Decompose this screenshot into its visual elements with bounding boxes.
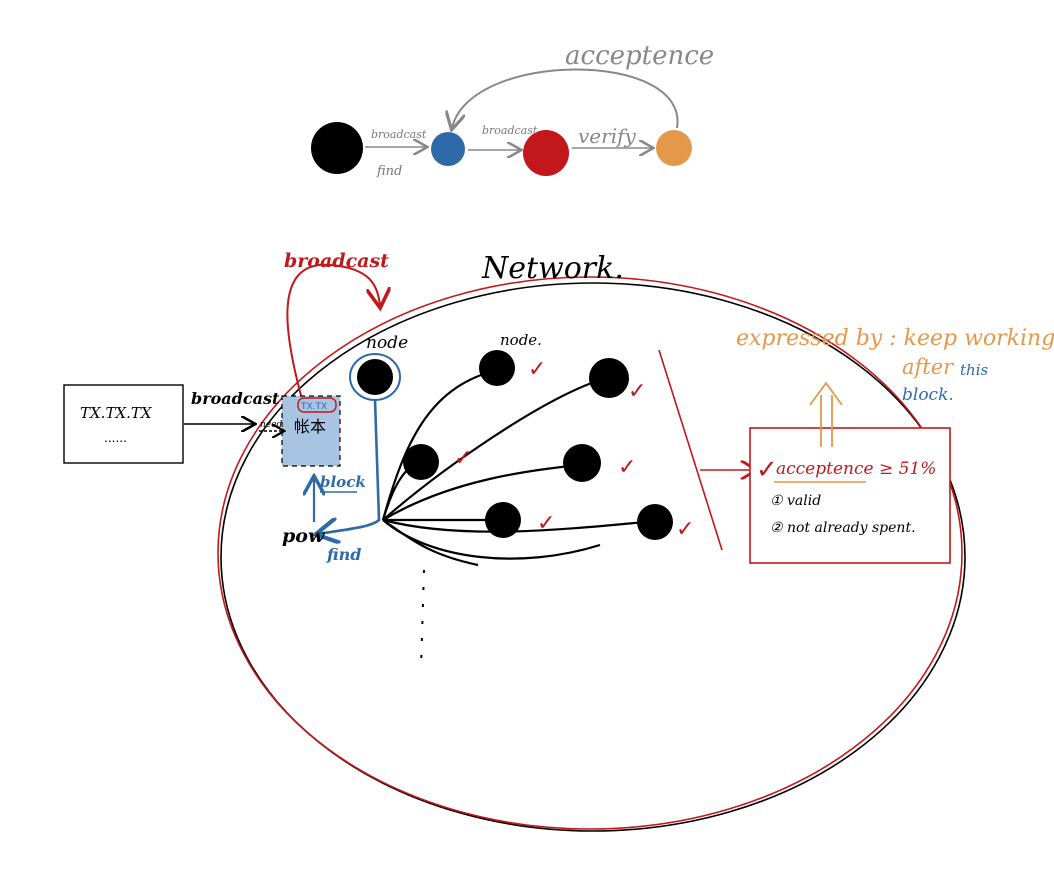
flow-node-black — [311, 122, 363, 174]
network-node-4 — [403, 444, 439, 480]
node-label-2: node. — [500, 331, 542, 349]
network-node-6 — [485, 502, 521, 538]
blue-find-path — [318, 399, 381, 534]
ledger-tx-highlight — [297, 397, 337, 413]
top-flow: acceptence broadcast find broadcast veri… — [311, 41, 714, 179]
acceptance-item-2: ② not already spent. — [770, 520, 916, 536]
network-title: Network. — [481, 251, 624, 286]
check-mark: ✓ — [618, 455, 636, 480]
network: Network. broadcast node node. — [217, 250, 966, 832]
network-circle-red — [217, 276, 963, 830]
acceptance-box-frame — [749, 427, 951, 564]
annotation-line1: expressed by : keep working — [736, 326, 1054, 351]
acceptance-item-1: ① valid — [770, 493, 821, 509]
flow-edge1-label: broadcast — [371, 128, 427, 141]
tx-box-line1: TX.TX.TX — [80, 404, 153, 422]
acceptance-label: acceptence — [565, 41, 714, 71]
annotation-line2: after — [902, 355, 955, 379]
tx-broadcast-label: broadcast — [191, 389, 280, 408]
flow-node-orange — [656, 130, 692, 166]
annotation-line3: this — [960, 361, 988, 379]
annotation: expressed by : keep working after this b… — [736, 326, 1054, 447]
network-node-2 — [479, 350, 515, 386]
acceptance-loop-arrow — [452, 68, 679, 129]
node-label-1: node — [366, 333, 408, 353]
check-mark: ✓ — [676, 517, 694, 542]
acceptance-title: acceptence ≥ 51% — [776, 459, 936, 479]
check-mark: ✓ — [628, 379, 646, 404]
acceptance-box: ✓ acceptence ≥ 51% ① valid ② not already… — [749, 427, 951, 564]
ledger-block — [281, 395, 341, 467]
block-label: block — [320, 473, 366, 491]
ledger-label: 帐本 — [294, 417, 326, 436]
flow-node-red — [523, 130, 569, 176]
node-connections — [381, 370, 646, 567]
broadcast-loop-label: broadcast — [284, 250, 389, 272]
tx-box-line2: ...... — [104, 431, 127, 445]
tx-box: TX.TX.TX ...... broadcast — [63, 384, 280, 464]
network-node-5 — [563, 444, 601, 482]
broadcast-loop-arrow — [286, 263, 380, 411]
network-node-1 — [357, 359, 393, 395]
more-nodes-dots — [420, 569, 425, 669]
network-node-7 — [637, 504, 673, 540]
acceptance-check: ✓ — [756, 455, 778, 485]
flow-edge3-label: verify — [578, 124, 636, 148]
ledger-tx-label: TX.TX — [300, 402, 327, 412]
red-diagonal-line — [658, 349, 723, 551]
check-mark: ✓ — [537, 511, 555, 536]
check-marks: ✓ ✓ ✓ ✓ ✓ ✓ — [454, 357, 694, 542]
network-circle-black — [220, 282, 966, 832]
flow-node-blue — [431, 132, 465, 166]
network-node-3 — [589, 358, 629, 398]
check-mark: ✓ — [454, 446, 472, 471]
double-arrow-head — [809, 381, 843, 406]
flow-edge1-sublabel: find — [376, 164, 402, 179]
need-label: need — [260, 420, 282, 430]
tx-box-frame — [63, 384, 184, 464]
flow-edge2-label: broadcast — [482, 124, 538, 137]
annotation-line4: block. — [902, 385, 954, 405]
pow-label: pow — [282, 525, 325, 547]
find-label: find — [326, 545, 361, 564]
check-mark: ✓ — [528, 357, 546, 382]
